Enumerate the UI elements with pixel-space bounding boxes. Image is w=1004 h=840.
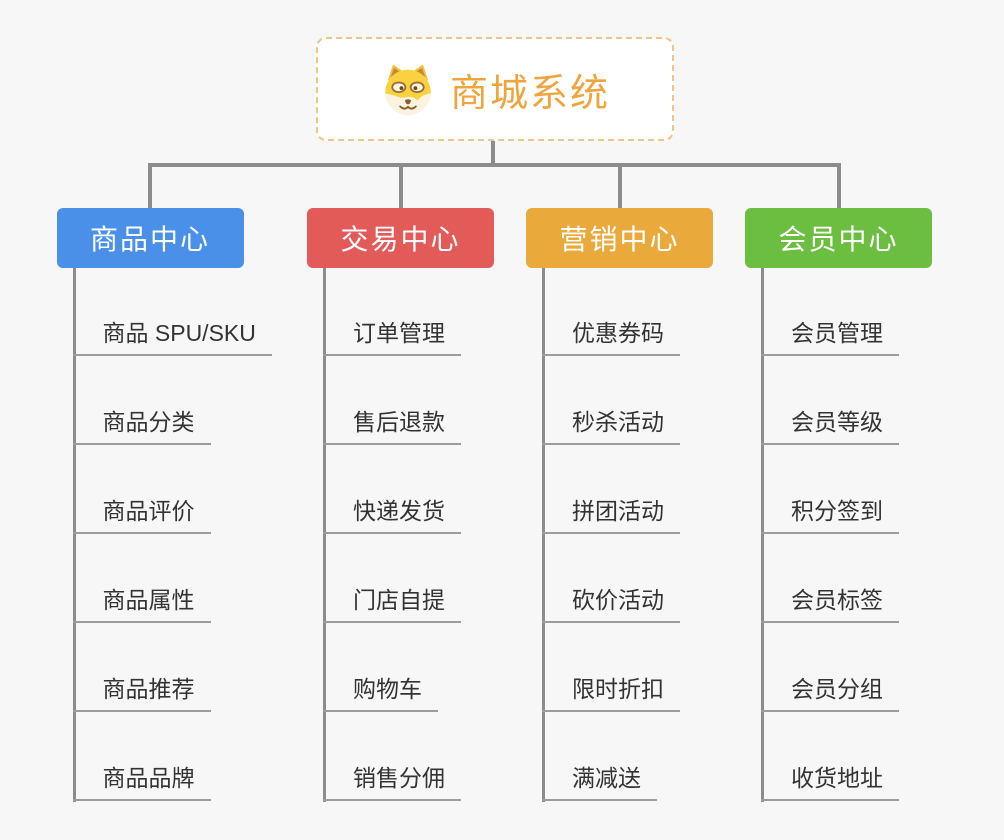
child-node-products-2[interactable]: 商品评价: [72, 488, 211, 534]
child-node-products-5[interactable]: 商品品牌: [72, 755, 211, 801]
child-node-marketing-3[interactable]: 砍价活动: [542, 577, 680, 623]
branch-node-members[interactable]: 会员中心: [745, 208, 932, 268]
child-node-members-5[interactable]: 收货地址: [761, 755, 899, 801]
child-node-marketing-5[interactable]: 满减送: [542, 755, 657, 801]
child-node-trade-3[interactable]: 门店自提: [323, 577, 461, 623]
child-node-trade-0[interactable]: 订单管理: [323, 310, 461, 356]
child-node-members-4[interactable]: 会员分组: [761, 666, 899, 712]
connector-spine-trade: [323, 268, 326, 802]
root-title: 商城系统: [449, 72, 610, 115]
shiba-dog-icon: [380, 61, 436, 117]
connector-root-vertical: [491, 141, 495, 166]
child-node-products-1[interactable]: 商品分类: [72, 399, 211, 445]
child-node-trade-2[interactable]: 快递发货: [323, 488, 461, 534]
child-node-marketing-4[interactable]: 限时折扣: [542, 666, 680, 712]
branch-label: 商品中心: [89, 224, 210, 255]
child-node-members-0[interactable]: 会员管理: [761, 310, 899, 356]
connector-drop-marketing: [617, 163, 622, 208]
child-node-marketing-2[interactable]: 拼团活动: [542, 488, 680, 534]
connector-drop-products: [148, 163, 152, 208]
child-node-products-4[interactable]: 商品推荐: [72, 666, 211, 712]
child-node-trade-4[interactable]: 购物车: [323, 666, 438, 712]
branch-label: 营销中心: [559, 224, 680, 255]
branch-node-marketing[interactable]: 营销中心: [526, 208, 713, 268]
child-node-trade-1[interactable]: 售后退款: [323, 399, 461, 445]
child-node-products-3[interactable]: 商品属性: [72, 577, 211, 623]
child-node-members-3[interactable]: 会员标签: [761, 577, 899, 623]
connector-spine-products: [72, 268, 76, 802]
connector-spine-marketing: [542, 268, 545, 802]
child-node-products-0[interactable]: 商品 SPU/SKU: [72, 310, 272, 356]
connector-spine-members: [761, 268, 764, 802]
connector-trunk-horizontal: [148, 163, 841, 167]
connector-drop-members: [836, 163, 841, 208]
branch-node-products[interactable]: 商品中心: [56, 208, 244, 268]
connector-drop-trade: [398, 163, 403, 208]
child-node-members-1[interactable]: 会员等级: [761, 399, 899, 445]
child-node-marketing-0[interactable]: 优惠券码: [542, 310, 680, 356]
branch-label: 交易中心: [340, 224, 461, 255]
child-node-members-2[interactable]: 积分签到: [761, 488, 899, 534]
branch-label: 会员中心: [778, 224, 899, 255]
branch-node-trade[interactable]: 交易中心: [307, 208, 494, 268]
child-node-marketing-1[interactable]: 秒杀活动: [542, 399, 680, 445]
root-node[interactable]: 商城系统: [316, 37, 674, 141]
child-node-trade-5[interactable]: 销售分佣: [323, 755, 461, 801]
